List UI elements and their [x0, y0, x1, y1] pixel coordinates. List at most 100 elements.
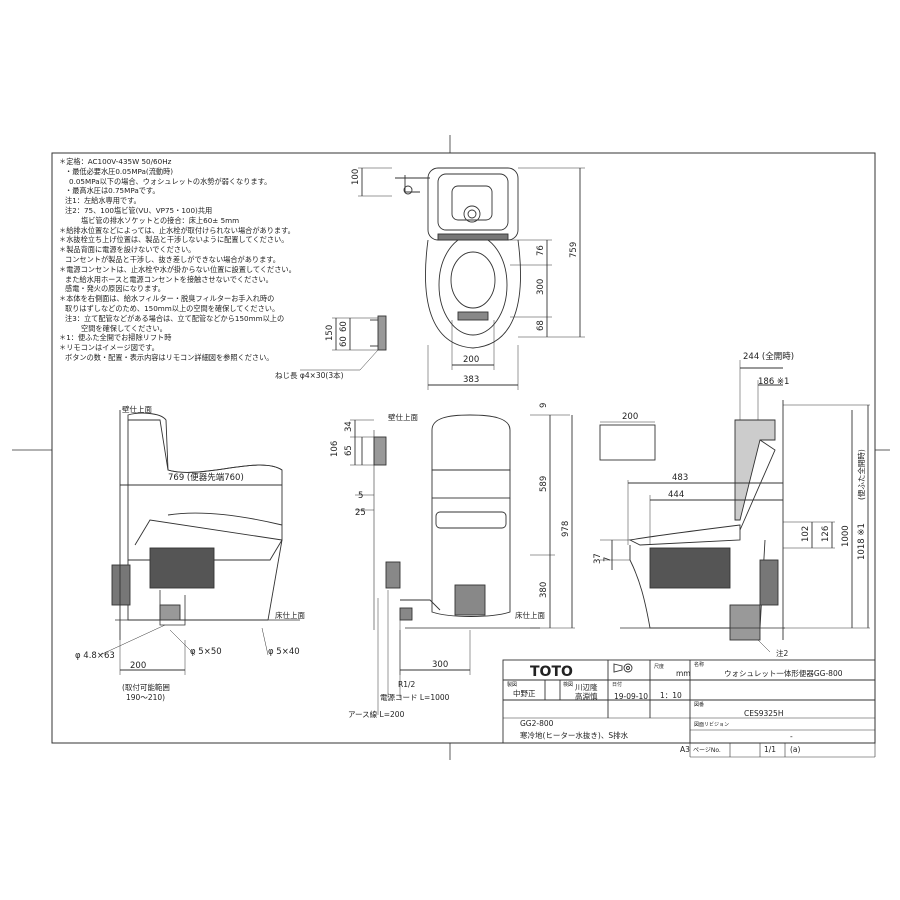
product-description: 寒冷地(ヒーター水抜き)、S排水 [520, 730, 629, 740]
dim-68: 68 [536, 320, 546, 331]
drawn-by: 中野正 [513, 688, 536, 698]
scale-value: 1：10 [660, 691, 682, 700]
install-range-a: (取付可能範囲 [122, 682, 170, 692]
dim-5: 5 [358, 491, 363, 501]
dimension-labels: 100 759 76 300 68 200 383 150 60 60 ねじ長 … [75, 169, 867, 719]
dim-7: 7 [603, 557, 613, 562]
note-line: ＊給排水位置などによっては、止水栓が取付けられない場合があります。 [59, 225, 295, 235]
title-block-text: TOTO 尺度 mm 名称 ウォシュレット一体形便器GG-800 製図 中野正 … [507, 661, 843, 754]
dim-126: 126 [821, 526, 831, 542]
bolt-4-8x63: φ 4.8×63 [75, 651, 115, 661]
thread-r12: R1/2 [398, 680, 416, 689]
note-line: コンセントが製品と干渉し、抜き差しができない場合があります。 [65, 255, 280, 264]
note-line: また給水用ホースと電源コンセントを接触させないでください。 [65, 274, 273, 284]
date-label: 日付 [612, 681, 622, 688]
right-side-view [599, 360, 870, 653]
dim-1018-note: (便ふた全開時) [856, 449, 866, 500]
bolt-5x50: φ 5×50 [190, 647, 222, 657]
note-line: ＊水抜栓立ち上げ位置は、製品と干渉しないように配置してください。 [59, 235, 289, 245]
dim-65: 65 [344, 445, 354, 456]
note-line: 注1：左給水専用です。 [65, 196, 141, 206]
note-line: 塩ビ管の排水ソケットとの接合：床上60± 5mm [81, 215, 240, 225]
paper-size: A3 [680, 745, 690, 754]
checked-by-b: 高淵慎 [575, 691, 598, 701]
earth-wire-label: アース線 L=200 [348, 709, 405, 719]
note-line: 取りはずしなどのため、150mm以上の空間を確保してください。 [65, 304, 280, 313]
note-line: ＊リモコンはイメージ図です。 [59, 343, 159, 353]
note-line: 0.05MPa以下の場合、ウォシュレットの水勢が弱くなります。 [69, 176, 272, 186]
product-name: ウォシュレット一体形便器GG-800 [724, 668, 843, 678]
page-label: ページNo. [693, 747, 721, 754]
model-number: GG2-800 [520, 719, 554, 728]
toto-logo: TOTO [530, 664, 573, 680]
front-view [350, 414, 575, 715]
note-line: 注2：75、100塩ビ管(VU、VP75・100)共用 [65, 206, 213, 215]
note-2-marker: 注2 [776, 648, 788, 658]
code-label: 図番 [694, 701, 704, 708]
checked-by-a: 川辺隆 [575, 682, 598, 692]
dim-444: 444 [668, 490, 684, 500]
dim-100: 100 [351, 169, 361, 185]
note-line: ＊電源コンセントは、止水栓や水が掛からない位置に設置してください。 [59, 264, 296, 274]
dim-200-plan: 200 [463, 355, 479, 365]
note-line: 空間を確保してください。 [81, 323, 167, 333]
revision-value: - [790, 732, 793, 741]
dim-244: 244 (全開時) [743, 351, 794, 362]
dim-1000: 1000 [841, 525, 851, 547]
dim-60-b: 60 [339, 336, 349, 347]
checked-label: 検図 [563, 681, 573, 688]
dim-37: 37 [593, 553, 603, 564]
note-line: ボタンの数・配置・表示内容はリモコン詳細図を参照ください。 [65, 353, 274, 362]
dim-380: 380 [539, 582, 549, 598]
unit-label: mm [676, 669, 691, 678]
title-block-grid [502, 659, 876, 758]
dim-978: 978 [561, 521, 571, 537]
page-number: 1/1 [764, 745, 776, 754]
dim-200-bottom: 200 [130, 661, 146, 671]
bolt-5x40: φ 5×40 [268, 647, 300, 657]
drawing-code: CES9325H [744, 709, 783, 718]
dim-200-right: 200 [622, 412, 638, 422]
dim-150: 150 [325, 325, 335, 341]
date: 19-09-10 [614, 692, 648, 701]
floor-finish-left: 床仕上面 [275, 610, 305, 620]
dim-102: 102 [801, 526, 811, 542]
scale-label: 尺度 [654, 663, 664, 670]
note-line: ・最低必要水圧0.05MPa(流動時) [65, 166, 174, 176]
plan-view [300, 167, 585, 390]
dim-300-plan: 300 [536, 279, 546, 295]
note-line: ＊定格：AC100V-435W 50/60Hz [59, 157, 172, 166]
install-range-b: 190〜210) [126, 693, 165, 702]
note-line: ＊1：便ふた全開でお掃除リフト時 [59, 333, 172, 343]
wall-finish-left: 壁仕上面 [122, 404, 152, 414]
drawn-label: 製図 [507, 681, 517, 688]
power-cord-label: 電源コード L=1000 [380, 693, 450, 702]
screw-spec: ねじ長 φ4×30(3本) [275, 370, 344, 380]
floor-finish-mid: 床仕上面 [515, 610, 545, 620]
note-line: 感電・発火の原因になります。 [65, 284, 165, 294]
dim-9: 9 [539, 403, 549, 408]
left-side-view [99, 410, 300, 675]
dim-483: 483 [672, 473, 688, 483]
dim-1018: 1018 ※1 [857, 523, 867, 560]
note-line: ・最高水圧は0.75MPaです。 [65, 186, 160, 196]
dim-759: 759 [569, 242, 579, 258]
dim-76: 76 [536, 245, 546, 256]
dim-769: 769 (便器先端760) [168, 472, 244, 483]
dim-589: 589 [539, 476, 549, 492]
revision-label: 図面リビジョン [694, 721, 729, 728]
note-line: ＊本体を右側面は、給水フィルター・脱臭フィルターお手入れ時の [59, 294, 275, 304]
dim-34: 34 [344, 421, 354, 432]
sheet-border [51, 152, 876, 744]
dim-60-a: 60 [339, 321, 349, 332]
note-line: ＊製品背面に電源を設けないでください。 [59, 245, 196, 255]
dim-106: 106 [330, 441, 340, 457]
note-line: 注3：立て配管などがある場合は、立て配管などから150mm以上の [65, 313, 285, 323]
wall-finish-mid: 壁仕上面 [388, 412, 418, 422]
dim-186: 186 ※1 [758, 377, 789, 387]
dim-25: 25 [355, 508, 366, 518]
page-mark: (a) [790, 745, 801, 754]
name-label: 名称 [694, 661, 704, 668]
